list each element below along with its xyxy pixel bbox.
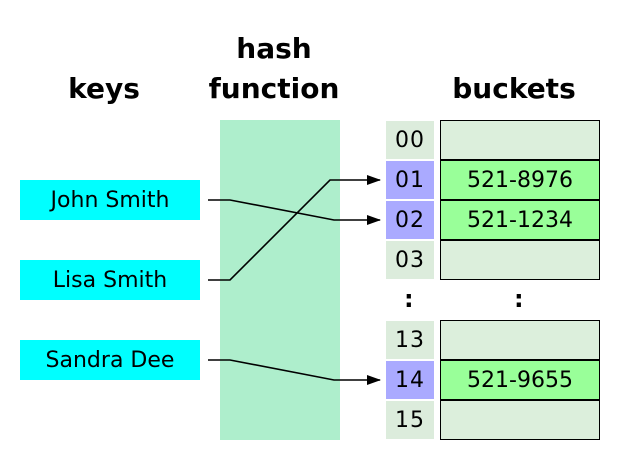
bucket-index: 14 xyxy=(386,361,434,399)
index-ellipsis: : xyxy=(404,285,414,313)
bucket-index: 03 xyxy=(386,241,434,279)
hash-function-column xyxy=(220,120,340,440)
buckets-heading: buckets xyxy=(452,72,576,105)
bucket-cell: 521-1234 xyxy=(440,200,600,240)
arrow-lisa-smith xyxy=(208,175,381,281)
bucket-cell xyxy=(440,240,600,280)
bucket-ellipsis: : xyxy=(514,285,524,313)
arrow-sandra-dee xyxy=(208,359,381,385)
bucket-cell: 521-8976 xyxy=(440,160,600,200)
bucket-index: 00 xyxy=(386,121,434,159)
bucket-index: 15 xyxy=(386,401,434,439)
bucket-index: 01 xyxy=(386,161,434,199)
bucket-cell xyxy=(440,400,600,440)
arrow-john-smith xyxy=(208,199,381,225)
bucket-cell xyxy=(440,120,600,160)
key-sandra-dee: Sandra Dee xyxy=(20,340,200,380)
hash-function-heading-line1: hash xyxy=(236,32,312,65)
bucket-cell xyxy=(440,320,600,360)
key-lisa-smith: Lisa Smith xyxy=(20,260,200,300)
key-john-smith: John Smith xyxy=(20,180,200,220)
keys-heading: keys xyxy=(68,72,140,105)
hash-function-heading-line2: function xyxy=(208,72,340,105)
bucket-cell: 521-9655 xyxy=(440,360,600,400)
bucket-index: 02 xyxy=(386,201,434,239)
bucket-index: 13 xyxy=(386,321,434,359)
